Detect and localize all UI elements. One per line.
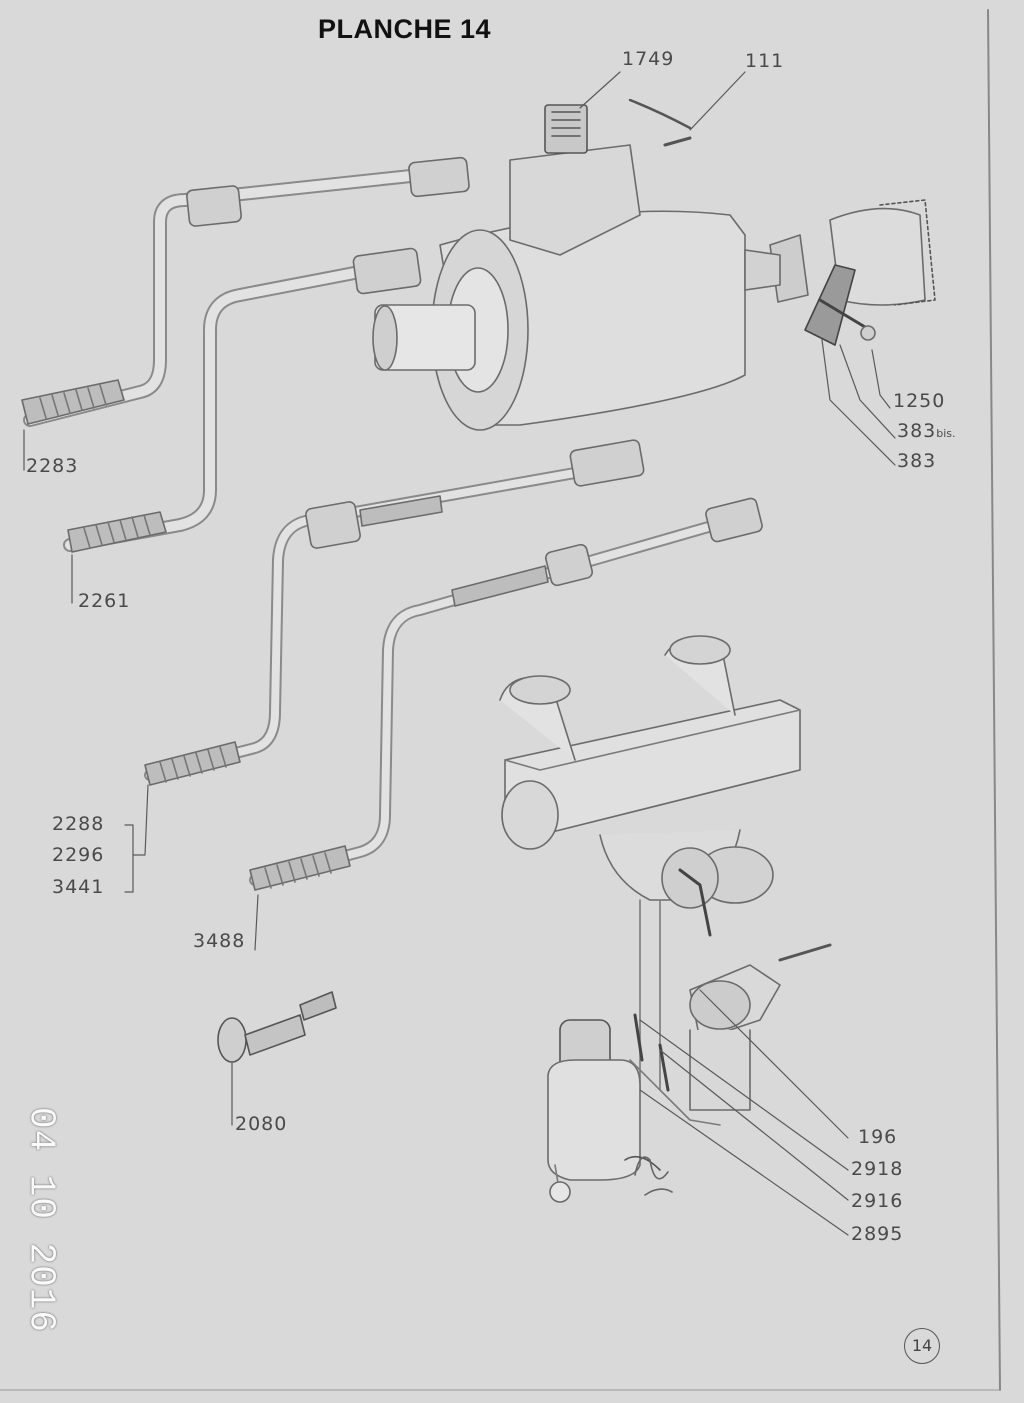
starter-motor <box>372 98 936 431</box>
leader-111 <box>689 71 746 131</box>
leader-2918 <box>639 1019 849 1171</box>
date-stamp: 04 10 2016 <box>20 1100 62 1340</box>
label-383bis-number: 383 <box>897 420 937 442</box>
label-3488: 3488 <box>193 930 246 952</box>
label-383: 383 <box>897 450 937 472</box>
crank-handle-2288 <box>144 439 645 786</box>
label-2296: 2296 <box>52 844 105 866</box>
date-stamp-text: 04 10 2016 <box>20 1106 62 1334</box>
page-title: PLANCHE 14 <box>318 14 492 44</box>
leader-2916 <box>659 1049 849 1201</box>
leader-383 <box>821 339 896 466</box>
label-2916: 2916 <box>851 1190 904 1212</box>
page-border <box>987 9 1001 1391</box>
label-383bis: 383bis. <box>897 420 956 442</box>
leader-383bis <box>839 344 896 439</box>
label-111: 111 <box>745 50 785 72</box>
crank-handle-2261 <box>63 247 422 553</box>
label-1749: 1749 <box>622 48 675 70</box>
label-2895: 2895 <box>851 1223 904 1245</box>
leader-2288-group <box>124 784 149 893</box>
leader-3488 <box>254 894 259 951</box>
label-383bis-suffix: bis. <box>936 427 956 440</box>
artist-signature <box>634 1156 673 1196</box>
leader-lines <box>23 71 896 1236</box>
crank-handle-2283 <box>21 156 470 427</box>
label-2918: 2918 <box>851 1158 904 1180</box>
leader-196 <box>699 989 849 1139</box>
drain-plug-2080 <box>217 991 337 1063</box>
label-2080: 2080 <box>235 1113 288 1135</box>
leader-1749 <box>579 71 621 109</box>
label-2261: 2261 <box>78 590 131 612</box>
label-1250: 1250 <box>893 390 946 412</box>
crank-handle-3488 <box>249 497 763 891</box>
label-2283: 2283 <box>26 455 79 477</box>
page-number: 14 <box>904 1328 940 1364</box>
manifold-and-filter-assembly <box>499 635 832 1203</box>
leader-1250 <box>871 349 891 409</box>
label-196: 196 <box>858 1126 898 1148</box>
label-2288: 2288 <box>52 813 105 835</box>
label-3441: 3441 <box>52 876 105 898</box>
leader-2895 <box>639 1089 849 1236</box>
